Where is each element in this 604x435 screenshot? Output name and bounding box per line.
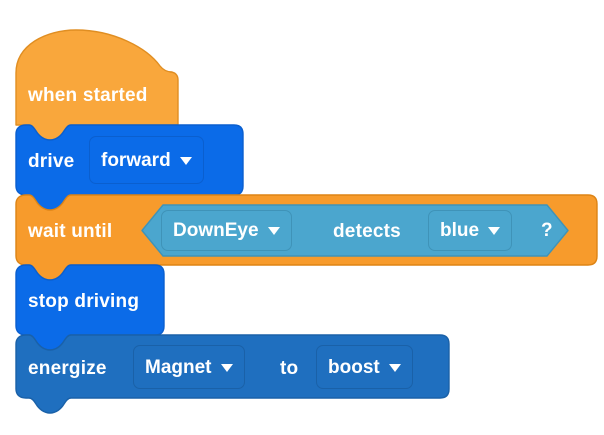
energize-device-value: Magnet [145, 356, 212, 378]
energize-device-dropdown[interactable]: Magnet [133, 345, 245, 389]
color-dropdown[interactable]: blue [428, 210, 513, 251]
sensor-value: DownEye [173, 220, 259, 241]
drive-label: drive [28, 151, 75, 172]
wait-until-label: wait until [28, 221, 113, 242]
chevron-down-icon [179, 156, 192, 165]
detects-label: detects [333, 221, 401, 242]
color-value: blue [440, 220, 480, 241]
chevron-down-icon [220, 363, 233, 372]
drive-direction-value: forward [101, 149, 171, 171]
energize-label: energize [28, 358, 107, 379]
energize-connector-label: to [280, 358, 299, 379]
when-started-label: when started [28, 85, 148, 106]
stop-driving-label: stop driving [28, 291, 140, 312]
energize-mode-value: boost [328, 356, 380, 378]
sensor-dropdown[interactable]: DownEye [161, 210, 292, 251]
chevron-down-icon [488, 227, 501, 235]
energize-mode-dropdown[interactable]: boost [316, 345, 413, 389]
question-mark-label: ? [541, 220, 553, 241]
chevron-down-icon [388, 363, 401, 372]
drive-direction-dropdown[interactable]: forward [89, 136, 204, 184]
chevron-down-icon [267, 227, 280, 235]
